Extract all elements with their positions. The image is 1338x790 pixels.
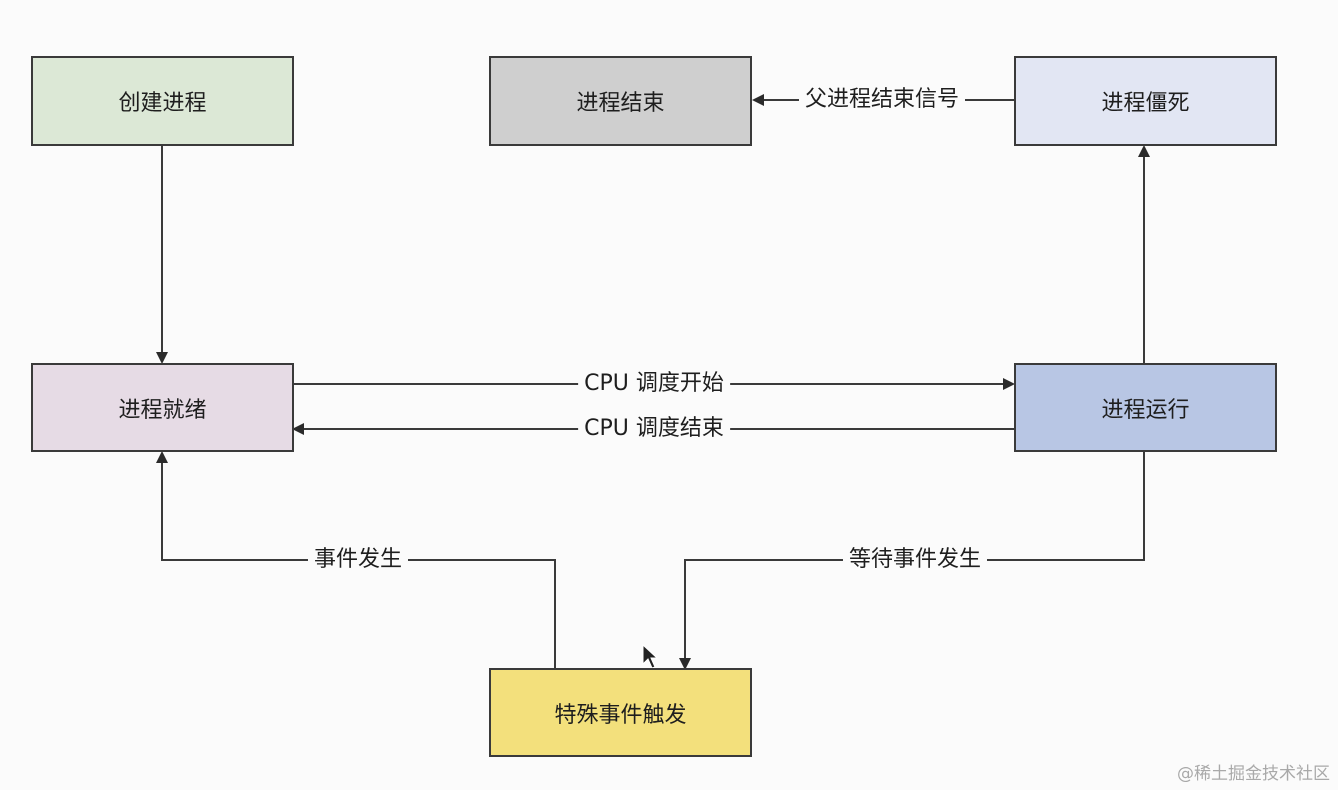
edge-label-cpu-schedule-start: CPU 调度开始 xyxy=(578,371,730,397)
node-process-zombie-label: 进程僵死 xyxy=(1101,91,1190,116)
node-process-terminated-label: 进程结束 xyxy=(576,91,665,116)
node-special-event: 特殊事件触发 xyxy=(489,668,752,757)
mouse-cursor-icon xyxy=(642,643,659,669)
edge-label-wait-event: 等待事件发生 xyxy=(842,547,988,573)
node-process-zombie: 进程僵死 xyxy=(1014,56,1277,146)
edge-label-parent-end-signal: 父进程结束信号 xyxy=(798,87,966,113)
edge-label-cpu-schedule-end: CPU 调度结束 xyxy=(578,416,730,442)
node-create-process-label: 创建进程 xyxy=(118,91,207,116)
node-process-ready: 进程就绪 xyxy=(31,363,294,452)
node-process-running: 进程运行 xyxy=(1014,363,1277,452)
node-create-process: 创建进程 xyxy=(31,56,294,146)
node-special-event-label: 特殊事件触发 xyxy=(554,702,687,728)
node-process-running-label: 进程运行 xyxy=(1101,397,1190,423)
edge-label-event-occurs: 事件发生 xyxy=(307,547,409,573)
node-process-ready-label: 进程就绪 xyxy=(118,397,207,423)
watermark: @稀土掘金技术社区 xyxy=(1177,764,1330,784)
node-process-terminated: 进程结束 xyxy=(489,56,752,146)
